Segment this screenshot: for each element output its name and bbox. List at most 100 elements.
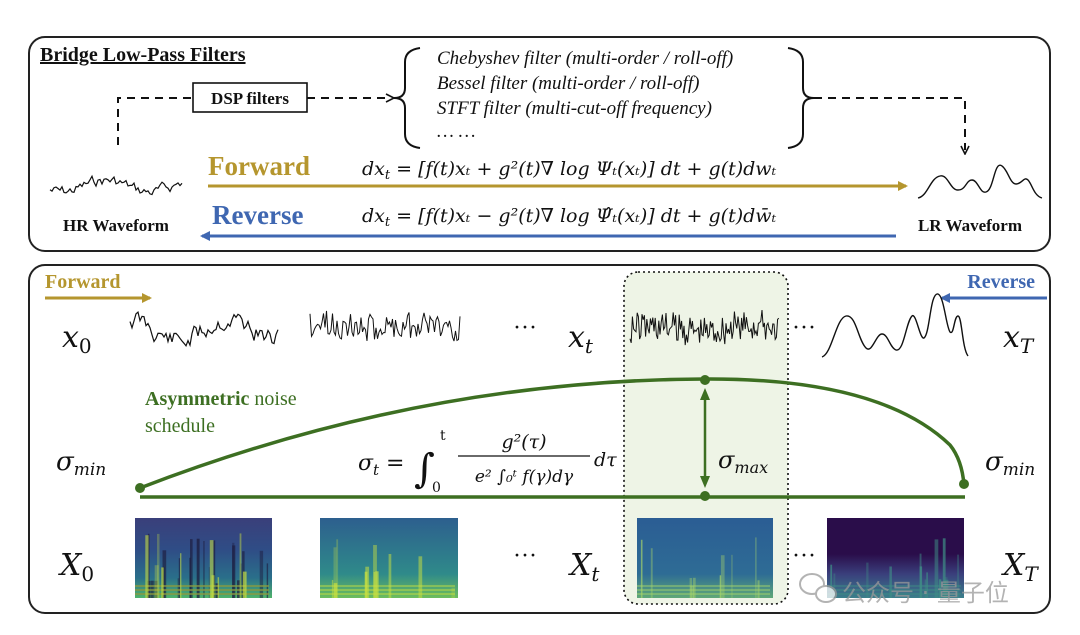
spectrogram-streak bbox=[866, 562, 869, 598]
forward-label-top: Forward bbox=[208, 151, 310, 181]
spectrogram-band bbox=[637, 585, 770, 587]
xt-label: xt bbox=[568, 320, 594, 358]
spectrogram-streak bbox=[418, 556, 423, 598]
svg-text:∫: ∫ bbox=[414, 446, 435, 492]
waveform-xT bbox=[821, 293, 969, 358]
spectrogram-streak bbox=[833, 573, 836, 598]
spectrogram-streak bbox=[209, 540, 214, 598]
spectrogram-streak bbox=[942, 538, 946, 598]
forward-equation: dxt = [f(t)xₜ + g²(t)∇ log Ψₜ(xₜ)] dt + … bbox=[362, 158, 777, 183]
spectrogram-streak bbox=[388, 554, 392, 598]
spectrogram-streak bbox=[240, 563, 242, 598]
svg-text:dτ: dτ bbox=[594, 449, 617, 471]
spectrogram-streak bbox=[731, 554, 733, 598]
spectrogram-streak bbox=[938, 579, 942, 598]
watermark-text: 公众号 · 量子位 bbox=[842, 579, 1009, 607]
XT-label: XT bbox=[1001, 548, 1039, 586]
spectrogram-streak bbox=[755, 537, 757, 598]
lr-waveform bbox=[917, 164, 1043, 199]
spectrogram-streak bbox=[373, 572, 376, 598]
spectrogram-streak bbox=[336, 539, 339, 598]
svg-text:dxt = [f(t)xₜ + g²(t)∇ log Ψₜ(: dxt = [f(t)xₜ + g²(t)∇ log Ψₜ(xₜ)] dt + … bbox=[362, 158, 777, 183]
spectrogram-streak bbox=[161, 567, 164, 598]
spectrogram-streak bbox=[150, 580, 154, 598]
reverse-equation: dxt = [f(t)xₜ − g²(t)∇ log Ψ̂ₜ(xₜ)] dt +… bbox=[362, 205, 777, 230]
spectrogram-band bbox=[637, 589, 770, 591]
spectrogram-streak bbox=[889, 566, 892, 598]
X0-label: X0 bbox=[58, 548, 94, 586]
left-brace bbox=[393, 47, 421, 149]
spectrogram-streak bbox=[180, 553, 182, 598]
spectrogram-streak bbox=[693, 577, 696, 598]
spectrogram-streak bbox=[266, 563, 269, 598]
spectrogram-streak bbox=[830, 564, 833, 598]
spectrogram-streak bbox=[690, 585, 695, 598]
sigma-min-left: σmin bbox=[56, 447, 106, 480]
spectrogram-streak bbox=[147, 533, 150, 598]
spectrogram-streak bbox=[373, 545, 377, 598]
spectrogram-streak bbox=[333, 583, 338, 598]
schedule-start-point bbox=[135, 483, 145, 493]
spectrogram-streak bbox=[719, 575, 722, 598]
ellipsis-x-2: ··· bbox=[792, 315, 816, 341]
spectrogram-streak bbox=[217, 577, 220, 598]
spectrogram-streak bbox=[177, 578, 180, 598]
waveform-xt bbox=[629, 309, 780, 346]
spectrogram-streak bbox=[154, 580, 158, 598]
spectrogram-streak bbox=[215, 583, 219, 598]
xT-label: xT bbox=[1003, 320, 1035, 358]
dsp-filters-box bbox=[192, 82, 308, 113]
schedule-end-point bbox=[959, 479, 969, 489]
spectrogram-streak bbox=[208, 567, 210, 598]
spectrogram-streak bbox=[919, 553, 922, 598]
schedule-peak-point bbox=[700, 375, 710, 385]
filter-item-bessel: Bessel filter (multi-order / roll-off) bbox=[437, 73, 699, 94]
svg-text:0: 0 bbox=[432, 480, 441, 496]
spectrogram-streak bbox=[757, 580, 760, 598]
spectrogram-band bbox=[320, 589, 455, 591]
svg-text:e² ∫₀ᵗ f(γ)dγ: e² ∫₀ᵗ f(γ)dγ bbox=[475, 467, 574, 487]
bottom-panel-frame bbox=[28, 264, 1051, 614]
spectrogram-streak bbox=[162, 550, 167, 598]
spectrogram-band bbox=[135, 593, 269, 595]
svg-text:t: t bbox=[440, 428, 446, 444]
filter-item-stft: STFT filter (multi-cut-off frequency) bbox=[437, 98, 712, 119]
spectrogram-streak bbox=[944, 577, 948, 598]
ellipsis-X-1: ··· bbox=[513, 543, 537, 569]
spectrogram-streak bbox=[650, 548, 653, 598]
sigma-max-label: σmax bbox=[718, 446, 768, 477]
spectrogram-streak bbox=[365, 566, 370, 598]
spectrogram-band bbox=[135, 589, 269, 591]
spectrogram-streak bbox=[213, 540, 216, 598]
spectrogram-streak bbox=[242, 571, 247, 598]
spectrogram-band bbox=[135, 585, 269, 587]
spectrogram-band bbox=[135, 589, 269, 591]
spectrogram-streak bbox=[239, 533, 242, 598]
spectrogram-X0 bbox=[135, 518, 272, 598]
watermark: 公众号 · 量子位 bbox=[799, 573, 1009, 607]
spectrogram-X-noisy-1 bbox=[320, 518, 458, 598]
ellipsis-X-2: ··· bbox=[792, 543, 816, 569]
spectrogram-Xt bbox=[637, 518, 773, 598]
spectrogram-band bbox=[637, 593, 770, 595]
dsp-filters-label: DSP filters bbox=[211, 89, 289, 108]
spectrogram-streak bbox=[196, 538, 200, 598]
spectrogram-streak bbox=[944, 579, 949, 598]
spectrogram-streak bbox=[237, 580, 240, 598]
filter-item-chebyshev: Chebyshev filter (multi-order / roll-off… bbox=[437, 48, 733, 69]
spectrogram-band bbox=[320, 593, 455, 595]
spectrogram-band bbox=[827, 585, 961, 587]
schedule-caption-line2: schedule bbox=[145, 415, 215, 437]
reverse-label-bottom: Reverse bbox=[967, 271, 1035, 293]
spectrogram-streak bbox=[178, 558, 181, 598]
hr-waveform-label: HR Waveform bbox=[63, 216, 169, 235]
hr-waveform bbox=[49, 174, 183, 196]
spectrogram-streak bbox=[331, 580, 334, 598]
spectrogram-band bbox=[827, 589, 961, 591]
spectrogram-streak bbox=[957, 554, 959, 598]
spectrogram-streak bbox=[189, 557, 191, 598]
schedule-base-point bbox=[700, 491, 710, 501]
spectrogram-XT bbox=[827, 518, 964, 598]
svg-text:σt =: σt = bbox=[358, 451, 405, 479]
